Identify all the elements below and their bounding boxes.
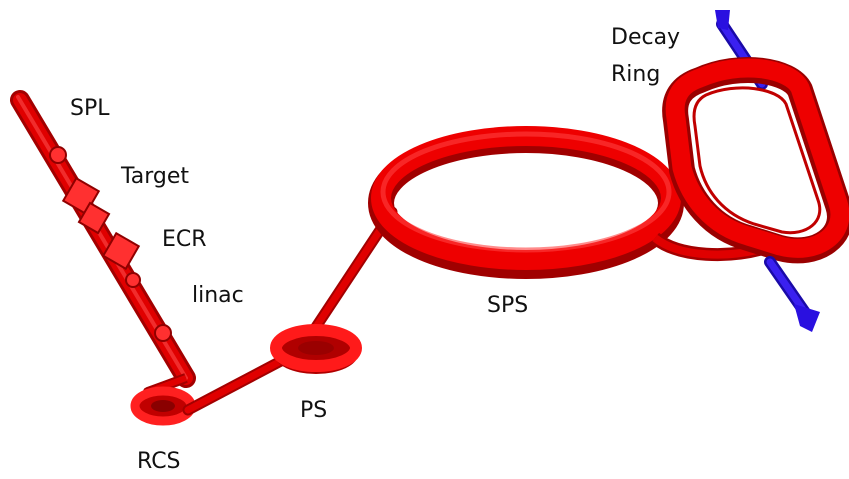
label-ps: PS [300, 398, 328, 423]
ecr-block [101, 231, 141, 271]
label-rcs: RCS [137, 449, 181, 474]
label-ecr: ECR [162, 227, 207, 252]
decay-ring [662, 57, 849, 264]
rcs-ring [130, 386, 196, 426]
sps-ring [368, 126, 684, 279]
target-block-2 [77, 201, 111, 235]
joint-2 [125, 272, 141, 288]
neutrino-arrow-bottom-icon [794, 304, 820, 332]
label-target: Target [121, 164, 190, 189]
label-ring: Ring [611, 62, 661, 87]
ps-to-sps-line [304, 206, 398, 342]
ps-ring [270, 324, 362, 374]
neutrino-arrow-top-icon [715, 10, 730, 30]
neutrino-beam-bottom [764, 256, 820, 332]
label-sps: SPS [487, 293, 529, 318]
label-decay: Decay [611, 25, 681, 50]
label-linac: linac [192, 283, 244, 308]
label-spl: SPL [70, 96, 110, 121]
joint-1 [49, 146, 67, 164]
spl-segment-joints [49, 146, 172, 342]
joint-3 [154, 324, 172, 342]
